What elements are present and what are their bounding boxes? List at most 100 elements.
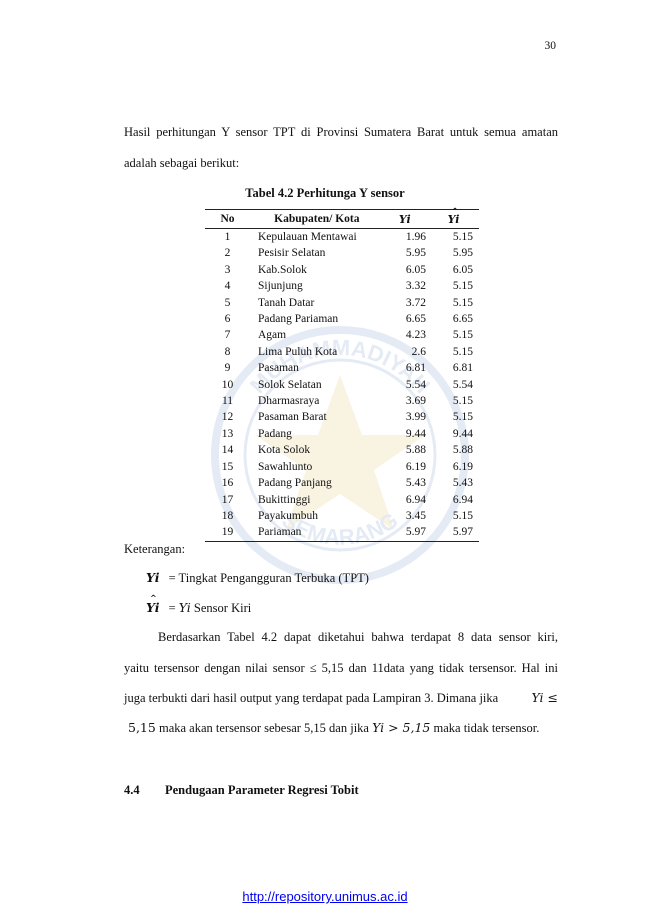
intro-line-2: adalah sebagai berikut: [124,156,240,170]
legend-yi-hat-eq: = [168,601,176,615]
cell-yi-hat: 6.65 [452,313,473,326]
cell-kabupaten-kota: Sijunjung [258,280,303,293]
cell-no: 16 [221,477,234,490]
cell-no: 18 [221,509,234,522]
paragraph-line-4-text-2: maka tidak tersensor. [433,721,540,735]
cell-yi: 5.43 [405,477,427,490]
section-title: Pendugaan Parameter Regresi Tobit [165,783,359,797]
cell-yi-hat: 5.15 [452,280,473,293]
table-row: 13 Padang 9.44 9.44 [205,426,479,442]
cell-no: 13 [221,427,234,440]
table-row: 2 Pesisir Selatan 5.95 5.95 [205,245,479,261]
paragraph-line-3-math: Yi ≤ [531,690,558,705]
cell-kabupaten-kota: Pesisir Selatan [258,247,326,260]
header-yi-hat-symbol: Yi [448,206,460,226]
cell-yi-hat: 6.05 [452,263,473,276]
cell-yi-hat: 5.54 [452,378,473,391]
cell-yi-hat: 5.95 [452,247,473,260]
header-no: No [205,209,250,229]
paragraph-line-2: yaitu tersensor dengan nilai sensor ≤ 5,… [124,661,558,675]
cell-kabupaten-kota: Payakumbuh [258,509,319,522]
paragraph-line-4-text-1: maka akan tersensor sebesar 5,15 dan jik… [158,721,369,735]
cell-yi-hat: 5.15 [452,345,473,358]
cell-no: 15 [221,460,234,473]
cell-no: 2 [224,247,231,260]
cell-yi-hat: 6.94 [452,493,473,506]
cell-yi: 5.54 [405,378,427,391]
header-kabupaten-kota: Kabupaten/ Kota [250,209,384,229]
cell-yi-hat: 5.97 [434,524,479,542]
cell-yi: 5.97 [383,524,435,542]
cell-yi-hat: 5.15 [452,296,473,309]
cell-no: 19 [205,524,250,542]
cell-no: 7 [224,329,231,342]
legend-yi-hat-text: Sensor Kiri [193,601,252,615]
paragraph-line-4: 5,15 maka akan tersensor sebesar 5,15 da… [128,720,562,735]
sensor-table: No Kabupaten/ Kota Yi Yi 1 Kepulauan Ment… [205,206,479,542]
cell-kabupaten-kota: Kota Solok [258,444,311,457]
intro-line-1: Hasil perhitungan Y sensor TPT di Provin… [124,125,558,139]
cell-yi: 3.32 [405,280,427,293]
cell-yi: 6.19 [405,460,427,473]
cell-yi: 6.81 [405,362,427,375]
cell-yi: 5.95 [405,247,427,260]
table-row: 5 Tanah Datar 3.72 5.15 [205,295,479,311]
header-yi: Yi [383,209,435,229]
cell-no: 10 [221,378,234,391]
cell-yi-hat: 5.88 [452,444,473,457]
cell-no: 3 [224,263,231,276]
cell-kabupaten-kota: Kepulauan Mentawai [258,231,357,243]
cell-yi: 9.44 [405,427,427,440]
cell-no: 5 [224,296,231,309]
cell-no: 12 [221,411,234,424]
cell-no: 14 [221,444,234,457]
legend-yi-symbol: Yi [146,570,160,585]
cell-yi: 3.45 [405,509,427,522]
section-number: 4.4 [124,783,140,797]
cell-yi: 1.96 [405,231,427,243]
cell-kabupaten-kota: Bukittinggi [258,493,311,506]
cell-yi: 3.99 [405,411,427,424]
cell-no: 4 [224,280,231,293]
cell-kabupaten-kota: Lima Puluh Kota [258,345,338,358]
cell-kabupaten-kota: Tanah Datar [258,296,315,309]
keterangan-label: Keterangan: [124,542,186,556]
legend-yi: Yi = Tingkat Pengangguran Terbuka (TPT) [146,570,369,586]
cell-yi-hat: 9.44 [452,427,473,440]
cell-yi-hat: 5.43 [452,477,473,490]
cell-no: 8 [224,345,231,358]
cell-kabupaten-kota: Padang Pariaman [258,313,339,326]
cell-no: 1 [224,231,231,243]
legend-yi-text: = Tingkat Pengangguran Terbuka (TPT) [168,571,369,585]
cell-yi: 6.65 [405,313,427,326]
table-title: Tabel 4.2 Perhitunga Y sensor [245,186,405,200]
cell-yi-hat: 5.15 [452,395,473,408]
paragraph-line-4-math-2: Yi > 5,15 [372,720,431,735]
legend-yi-hat-symbol: Yi [146,593,159,615]
legend-yi-hat: Yi = Yi Sensor Kiri [146,593,252,616]
table-row: 4 Sijunjung 3.32 5.15 [205,278,479,294]
cell-yi: 3.69 [405,395,427,408]
cell-yi-hat: 6.19 [452,460,473,473]
cell-yi: 3.72 [405,296,427,309]
cell-kabupaten-kota: Pasaman [258,362,299,375]
table-header-row: No Kabupaten/ Kota Yi Yi [205,206,479,229]
cell-yi-hat: 5.15 [452,329,473,342]
cell-yi: 4.23 [405,329,427,342]
cell-yi-hat: 5.15 [452,411,473,424]
cell-kabupaten-kota: Padang Panjang [258,477,332,490]
cell-kabupaten-kota: Padang [258,427,292,440]
repository-link[interactable]: http://repository.unimus.ac.id [242,889,408,904]
table-body: 1 Kepulauan Mentawai 1.96 5.15 2 Pesisir Sela… [205,229,479,542]
page-number: 30 [544,40,557,52]
paragraph-line-3: juga terbukti dari hasil output yang ter… [124,690,558,705]
cell-no: 11 [221,395,234,408]
